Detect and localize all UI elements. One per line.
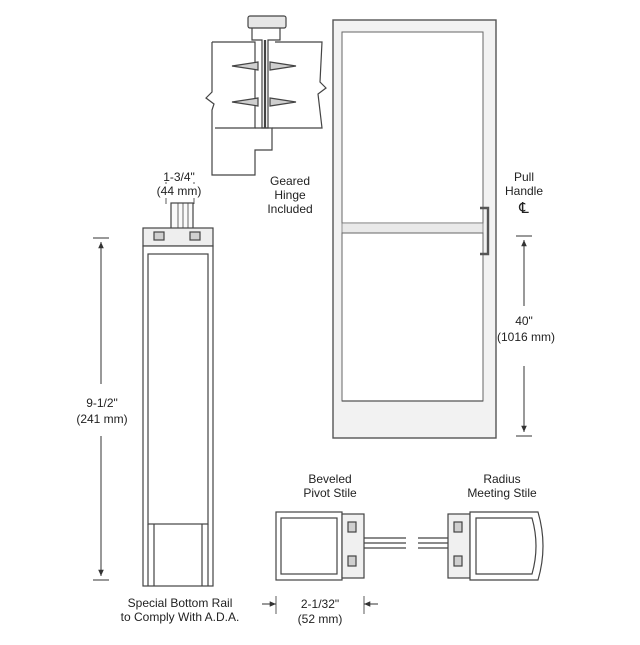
meeting-stile-label-line-1: Radius bbox=[483, 472, 521, 486]
stile-width-label-in: 2-1/32" bbox=[300, 597, 340, 611]
hinge-label-line-1: Geared bbox=[269, 174, 311, 188]
handle-height-label-mm: (1016 mm) bbox=[496, 330, 555, 344]
pivot-stile-label-line-1: Beveled bbox=[308, 472, 352, 486]
bottom-rail-label: Special Bottom Rail to Comply With A.D.A… bbox=[104, 596, 256, 624]
pull-handle-label-line-2: Handle bbox=[504, 184, 544, 198]
rail-height-label-mm: (241 mm) bbox=[76, 412, 128, 426]
hinge-label: Geared Hinge Included bbox=[262, 174, 318, 216]
width-label-mm: (44 mm) bbox=[144, 184, 214, 198]
hinge-label-line-2: Hinge bbox=[274, 188, 306, 202]
bottom-rail-label-line-1: Special Bottom Rail bbox=[127, 596, 233, 610]
handle-height-dimension bbox=[516, 235, 532, 437]
upper-glass bbox=[341, 31, 484, 224]
pivot-stile-section bbox=[275, 511, 406, 581]
width-label-in: 1-3/4" bbox=[163, 170, 195, 184]
door-elevation bbox=[332, 19, 497, 439]
centerline-symbol: ℄ bbox=[519, 200, 529, 217]
stile-width-label-mm: (52 mm) bbox=[297, 612, 343, 626]
handle-height-label-in: 40" bbox=[515, 314, 533, 328]
bottom-rail-section bbox=[142, 202, 214, 587]
hinge-label-line-3: Included bbox=[267, 202, 313, 216]
meeting-stile-label: Radius Meeting Stile bbox=[456, 472, 548, 500]
pivot-stile-label-line-2: Pivot Stile bbox=[303, 486, 357, 500]
geared-hinge-detail bbox=[205, 15, 327, 176]
pivot-stile-label: Beveled Pivot Stile bbox=[286, 472, 374, 500]
meeting-stile-section bbox=[418, 511, 544, 581]
bottom-rail-label-line-2: to Comply With A.D.A. bbox=[120, 610, 240, 624]
rail-height-label-in: 9-1/2" bbox=[86, 396, 118, 410]
meeting-stile-label-line-2: Meeting Stile bbox=[467, 486, 537, 500]
mid-rail bbox=[341, 222, 484, 234]
rail-height-dimension bbox=[93, 237, 109, 581]
pull-handle bbox=[480, 206, 490, 256]
lower-glass bbox=[341, 232, 484, 402]
pull-handle-label-line-1: Pull bbox=[513, 170, 534, 184]
pull-handle-label: Pull Handle bbox=[500, 170, 548, 198]
stile-width-dimension bbox=[262, 596, 378, 614]
